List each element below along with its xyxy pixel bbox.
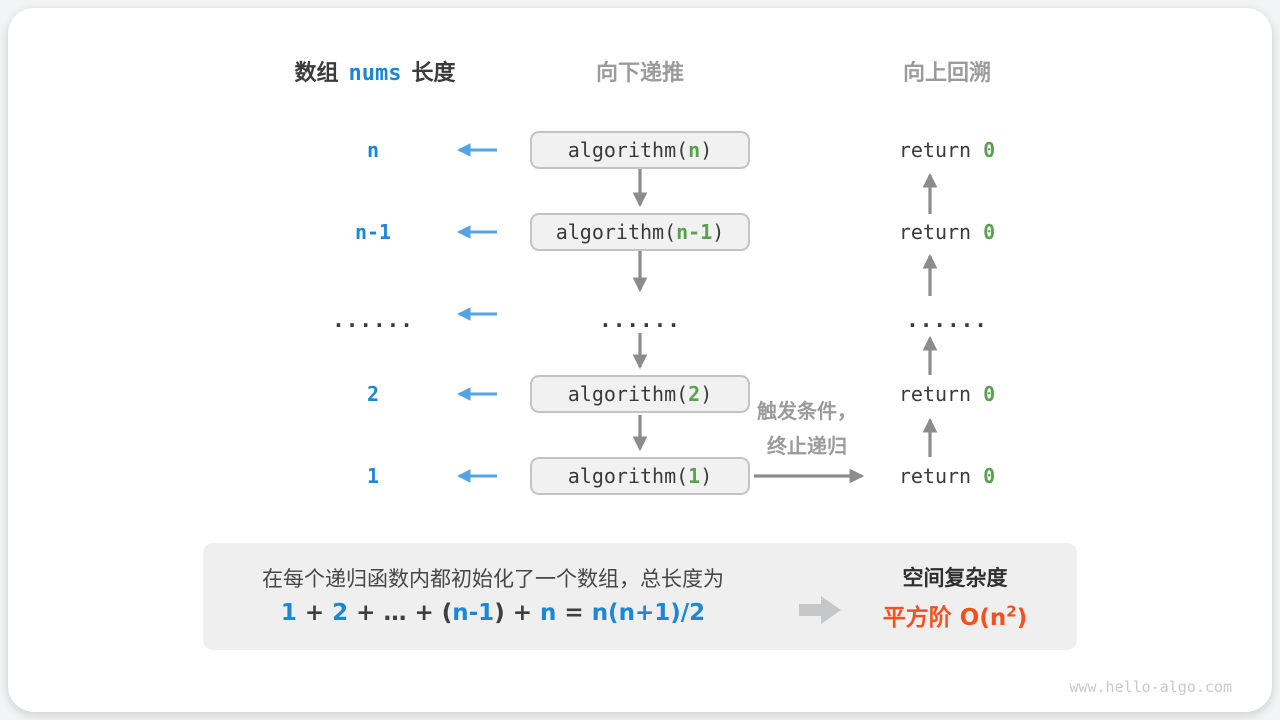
result-value: 平方阶 O(n2) xyxy=(855,598,1055,632)
call-prefix: algorithm( xyxy=(567,464,689,488)
call-box: algorithm(n-1) xyxy=(530,213,750,251)
formula-term: n xyxy=(540,600,557,626)
length-label: 2 xyxy=(366,382,380,406)
recurse-ellipsis: ...... xyxy=(599,308,681,332)
return-value: 0 xyxy=(983,138,996,162)
call-suffix: ) xyxy=(700,464,713,488)
length-ellipsis: ...... xyxy=(332,308,414,332)
return-keyword: return xyxy=(898,382,972,406)
column-header-backtrack-up: 向上回溯 xyxy=(902,61,991,86)
call-suffix: ) xyxy=(700,382,713,406)
implies-arrow-icon xyxy=(799,596,841,624)
return-label: return 0 xyxy=(857,380,1037,408)
formula-result: n(n+1)/2 xyxy=(591,600,706,626)
call-prefix: algorithm( xyxy=(567,382,689,406)
return-value: 0 xyxy=(983,220,996,244)
summary-formula: 1 + 2 + … + (n-1) + n = n(n+1)/2 xyxy=(218,600,768,626)
summary-panel xyxy=(203,543,1077,650)
call-box: algorithm(n) xyxy=(530,131,750,169)
column-header-recurse-down: 向下递推 xyxy=(595,61,684,86)
call-arg: n-1 xyxy=(676,220,713,244)
call-arg: 2 xyxy=(688,382,701,406)
call-suffix: ) xyxy=(712,220,725,244)
return-value: 0 xyxy=(983,464,996,488)
return-keyword: return xyxy=(898,464,972,488)
return-label: return 0 xyxy=(857,136,1037,164)
call-suffix: ) xyxy=(700,138,713,162)
call-arg: 1 xyxy=(688,464,701,488)
array-code-label: nums xyxy=(348,61,402,86)
array-label-suffix: 长度 xyxy=(411,61,456,86)
length-label: 1 xyxy=(366,464,380,488)
formula-op: = xyxy=(556,600,592,626)
return-value: 0 xyxy=(983,382,996,406)
length-label: n xyxy=(366,138,380,162)
formula-term: 2 xyxy=(332,600,349,626)
result-prefix: 平方阶 O(n xyxy=(882,605,1007,631)
result-exponent: 2 xyxy=(1006,602,1017,621)
return-label: return 0 xyxy=(857,462,1037,490)
call-prefix: algorithm( xyxy=(567,138,689,162)
return-keyword: return xyxy=(898,138,972,162)
formula-term: 1 xyxy=(280,600,297,626)
column-header-array-length: 数组 nums 长度 xyxy=(245,59,505,89)
formula-op: ) + xyxy=(494,600,541,626)
summary-description: 在每个递归函数内都初始化了一个数组，总长度为 xyxy=(262,567,724,591)
result-suffix: ) xyxy=(1016,605,1028,631)
formula-term: n-1 xyxy=(452,600,495,626)
formula-op: + xyxy=(296,600,333,626)
watermark: www.hello-algo.com xyxy=(1069,678,1232,696)
terminate-annotation-line2: 终止递归 xyxy=(767,434,847,458)
call-arg: n xyxy=(688,138,701,162)
return-label: return 0 xyxy=(857,218,1037,246)
return-keyword: return xyxy=(898,220,972,244)
terminate-annotation-line1: 触发条件， xyxy=(757,399,857,423)
array-label-prefix: 数组 xyxy=(294,61,339,86)
formula-op: + … + ( xyxy=(348,600,453,626)
result-title: 空间复杂度 xyxy=(902,566,1008,590)
call-box: algorithm(1) xyxy=(530,457,750,495)
call-box: algorithm(2) xyxy=(530,375,750,413)
backtrack-ellipsis: ...... xyxy=(906,308,988,332)
call-prefix: algorithm( xyxy=(555,220,677,244)
length-label: n-1 xyxy=(354,220,392,244)
